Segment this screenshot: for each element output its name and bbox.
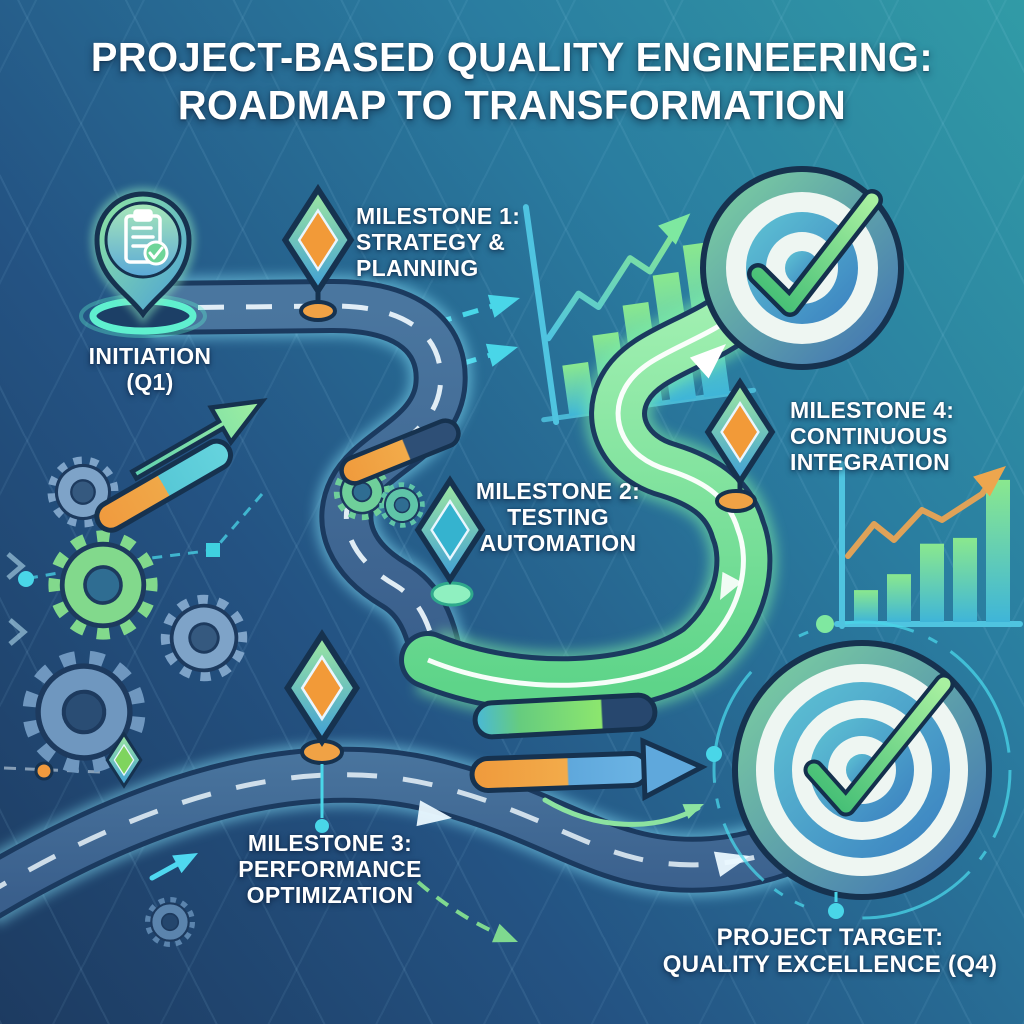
bullseye-checkmark-icon-upper [700, 166, 904, 370]
dashed-connector-bottom-left [3, 761, 101, 781]
blue-arrowhead-icon [640, 737, 708, 802]
road-node-dot-glow [430, 581, 474, 607]
connector-dot-node [315, 819, 329, 833]
bar [986, 479, 1010, 622]
progress-pill-arrow [469, 737, 708, 802]
label-milestone-3: MILESTONE 3: PERFORMANCE OPTIMIZATION [238, 830, 422, 909]
gear-icon [159, 593, 249, 683]
left-edge-chevrons [6, 552, 28, 646]
bar [887, 574, 911, 622]
connector-dot-node [18, 571, 34, 587]
clipboard-check-pin-icon [90, 187, 196, 326]
label-initiation: INITIATION (Q1) [88, 343, 212, 396]
small-teal-arrow [149, 853, 198, 881]
dashed-green-arrow [416, 880, 518, 943]
chart-y-axis [522, 204, 560, 426]
trend-line-orange [845, 471, 999, 559]
label-milestone-4: MILESTONE 4: CONTINUOUS INTEGRATION [790, 397, 955, 476]
orbit-dot-green [816, 615, 834, 633]
arrowhead-icon [172, 853, 198, 874]
arrowhead-icon [485, 343, 518, 367]
checkmark-icon [751, 193, 879, 313]
progress-bar-icon [469, 750, 651, 794]
progress-pill-mid [339, 418, 461, 486]
dashed-connector-left [18, 493, 264, 587]
title-line-1: PROJECT-BASED QUALITY ENGINEERING: [90, 34, 934, 80]
dashed-orbit-ring [712, 620, 1012, 920]
trend-line [545, 217, 685, 342]
progress-bar-icon [339, 418, 461, 486]
connector-square-node [206, 543, 220, 557]
connector-orange-dot [34, 761, 54, 781]
road-node-dot [715, 489, 757, 513]
trend-arrowhead-icon [658, 213, 691, 245]
arrowhead-icon [682, 804, 704, 819]
connector-dot-node [828, 903, 844, 919]
progress-bar-icon [472, 692, 658, 740]
road-arrowhead-icon [689, 344, 726, 379]
bullseye-checkmark-icon-lower [732, 640, 992, 900]
checkmark-icon [143, 240, 169, 266]
bar [953, 537, 977, 622]
gear-icon [150, 902, 191, 943]
gear-icon [53, 535, 153, 635]
progress-pill-green [472, 692, 658, 740]
bar-chart-rising-icon-lower [834, 461, 1023, 629]
bar [854, 590, 878, 622]
arrowhead-icon [487, 294, 520, 318]
label-milestone-1: MILESTONE 1: STRATEGY & PLANNING [356, 203, 521, 282]
green-arrow-icon [129, 398, 268, 482]
checkmark-icon [807, 677, 951, 813]
road-chevron-icon [720, 571, 742, 600]
orbit-dot-teal [706, 746, 722, 762]
progress-bar-icon [94, 438, 234, 533]
clipboard-icon [124, 209, 162, 264]
road-node-dot [299, 300, 337, 322]
label-project-target: PROJECT TARGET: QUALITY EXCELLENCE (Q4) [662, 924, 998, 979]
road-arrowhead-icon [416, 800, 452, 827]
road-arrowhead-icon [713, 851, 750, 877]
launch-arrow-group [94, 398, 268, 533]
trend-arrowhead-icon [973, 466, 1006, 497]
title-line-2: ROADMAP TO TRANSFORMATION [177, 81, 847, 128]
target-orbit [706, 615, 1012, 920]
curved-green-arrow [542, 797, 704, 827]
diamond-marker-icon-m3 [288, 635, 357, 742]
page-title: PROJECT-BASED QUALITY ENGINEERING: ROADM… [15, 34, 1008, 130]
arrowhead-icon [492, 923, 518, 943]
bar [920, 543, 944, 622]
label-milestone-2: MILESTONE 2: TESTING AUTOMATION [475, 478, 641, 557]
